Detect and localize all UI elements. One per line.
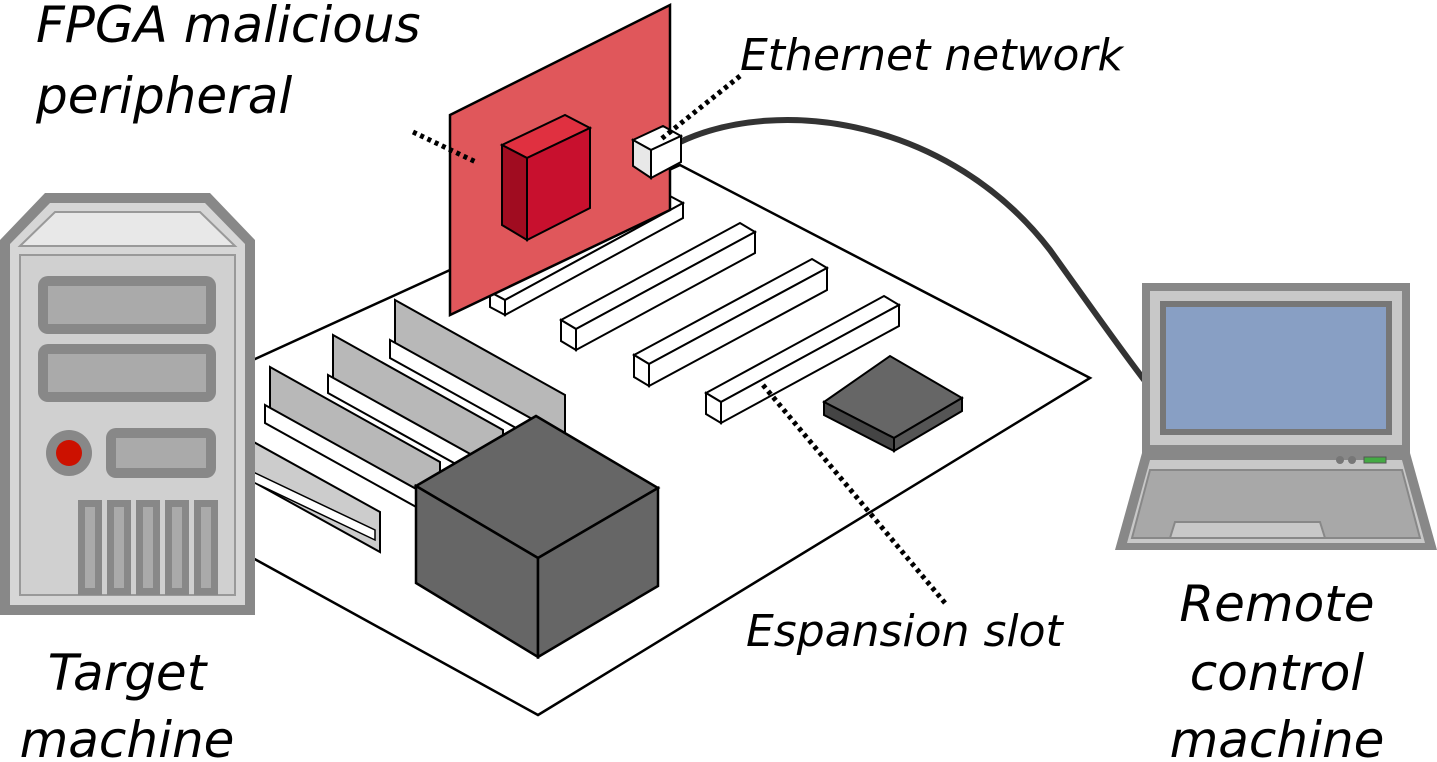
expansion-slot-4 [703, 294, 902, 425]
chipset-chip [822, 354, 964, 453]
ethernet-leader [658, 74, 742, 142]
remote-label-line2: control [1190, 644, 1365, 702]
remote-label-line3: machine [1170, 711, 1385, 762]
expansion-slot-3 [631, 257, 830, 388]
ethernet-label: Ethernet network [740, 30, 1125, 81]
fpga-label-line1: FPGA malicious [36, 0, 421, 54]
left-slots [231, 298, 571, 554]
fpga-card [448, 2, 684, 317]
cpu-block [413, 414, 661, 660]
expansion-slot-label: Espansion slot [746, 606, 1065, 657]
leader-lines [411, 74, 947, 605]
ethernet-cable [678, 117, 1151, 387]
remote-label-line1: Remote [1179, 575, 1374, 633]
target-label-line1: Target [48, 644, 209, 702]
remote-laptop [1115, 283, 1437, 550]
target-label-line2: machine [20, 711, 235, 762]
laptop-screen [1166, 307, 1386, 429]
labels: FPGA malicious peripheral Ethernet netwo… [20, 0, 1385, 762]
fpga-label-line2: peripheral [35, 67, 292, 125]
fpga-chip [499, 113, 593, 242]
tower-vents [78, 500, 218, 595]
expansion-slots [487, 193, 902, 425]
expansion-slot-2 [558, 221, 758, 352]
target-machine-tower [0, 193, 255, 615]
